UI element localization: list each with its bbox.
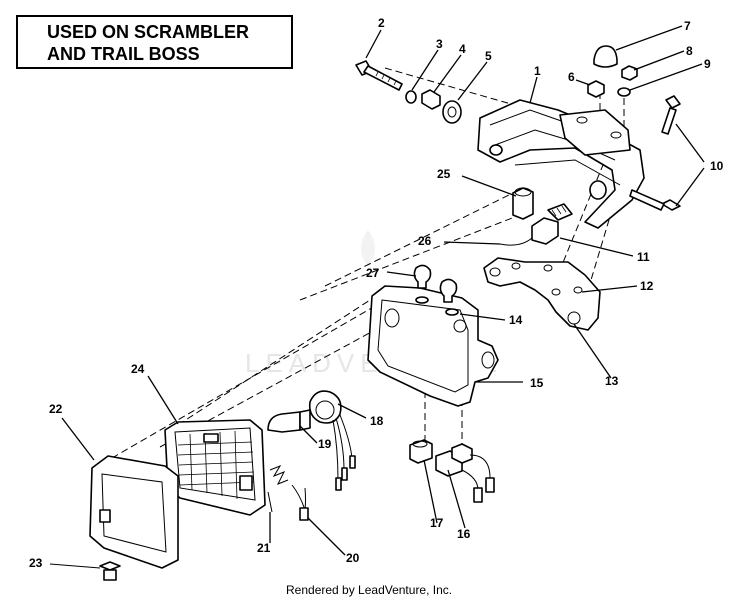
lens-24: [164, 419, 266, 516]
nut-6: [587, 80, 605, 98]
callout-16: 16: [457, 527, 471, 541]
bracket-1: [477, 99, 645, 229]
callout-12: 12: [640, 279, 654, 293]
usage-note-line2: AND TRAIL BOSS: [47, 44, 200, 64]
callout-24: 24: [131, 362, 145, 376]
callout-2: 2: [378, 16, 385, 30]
switch-26: [499, 203, 573, 246]
socket-17: [409, 439, 433, 464]
callout-1: 1: [534, 64, 541, 78]
callout-27: 27: [366, 266, 380, 280]
connector-25: [512, 187, 534, 220]
leader-lines: [61, 25, 705, 556]
callout-15: 15: [530, 376, 544, 390]
callout-11: 11: [637, 250, 650, 264]
callout-7: 7: [684, 19, 691, 33]
callout-18: 18: [370, 414, 384, 428]
watermark-logo: [361, 230, 375, 266]
clip-21: [267, 464, 289, 513]
wire-20: [291, 484, 309, 521]
callout-6: 6: [568, 70, 575, 84]
bulb-14: [439, 278, 459, 316]
footer-credit: Rendered by LeadVenture, Inc.: [286, 583, 452, 597]
callout-13: 13: [605, 374, 619, 388]
washer-3: [405, 90, 417, 104]
callout-19: 19: [318, 437, 332, 451]
callout-4: 4: [459, 42, 466, 56]
bulb-19: [267, 409, 311, 433]
bezel-22: [89, 455, 179, 569]
callout-22: 22: [49, 402, 63, 416]
callout-17: 17: [430, 516, 444, 530]
grommet-5: [442, 100, 462, 124]
bolt-2: [355, 60, 403, 91]
callout-3: 3: [436, 37, 443, 51]
callout-20: 20: [346, 551, 360, 565]
nut-8: [621, 65, 638, 81]
socket-16: [435, 443, 495, 503]
bolts-10: [629, 95, 681, 211]
callout-14: 14: [509, 313, 523, 327]
spacer-4: [421, 89, 441, 110]
callout-9: 9: [704, 57, 711, 71]
usage-note-box: USED ON SCRAMBLER AND TRAIL BOSS: [16, 15, 293, 69]
callout-26: 26: [418, 234, 432, 248]
housing-15: [367, 285, 499, 407]
callout-23: 23: [29, 556, 43, 570]
callout-5: 5: [485, 49, 492, 63]
callout-10: 10: [710, 159, 724, 173]
usage-note-line1: USED ON SCRAMBLER: [47, 22, 249, 42]
washer-9: [617, 87, 631, 97]
callouts: 1 2 3 4 5 6 7 8 9 10 11 12 13 14 15 16 1…: [29, 16, 724, 570]
socket-18: [308, 390, 356, 491]
callout-25: 25: [437, 167, 451, 181]
cap-7: [593, 45, 618, 68]
screw-23: [49, 561, 121, 581]
callout-8: 8: [686, 44, 693, 58]
callout-21: 21: [257, 541, 271, 555]
